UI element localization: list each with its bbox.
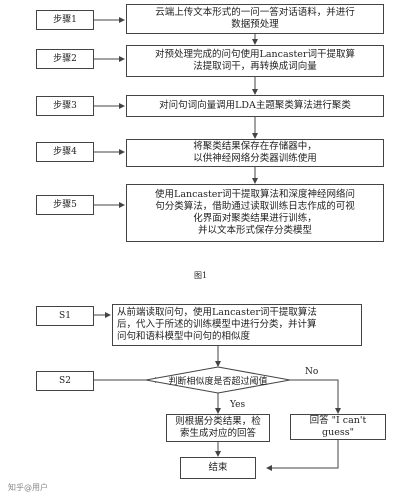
step-text: 将聚类结果保存在存储器中，	[193, 141, 317, 152]
step-box: 使用Lancaster词干提取算法和深度神经网络问 句分类算法，借助通过读取训练…	[126, 184, 384, 242]
yes-box: 则根据分类结果，检索生成对应的回答	[166, 414, 270, 442]
step-text: 使用Lancaster词干提取算法和深度神经网络问	[155, 189, 355, 200]
yes-text: 索生成对应的回答	[179, 428, 256, 439]
step-box: 将聚类结果保存在存储器中，以供神经网络分类器训练使用	[126, 139, 384, 167]
step-text: 云端上传文本形式的一问一答对话语料，并进行	[155, 7, 355, 18]
no-box: 回答 "I can't guess"	[290, 414, 386, 440]
step-box: 云端上传文本形式的一问一答对话语料，并进行数据预处理	[126, 4, 384, 34]
step-tag: 步骤4	[36, 142, 94, 162]
step-text: 以供神经网络分类器训练使用	[193, 153, 317, 164]
s1-box: 从前端读取问句，使用Lancaster词干提取算法 后，代入于所述的训练模型中进…	[112, 304, 362, 346]
step-tag: 步骤3	[36, 96, 94, 116]
step-text: 法提取词干，再转换成词向量	[193, 61, 317, 72]
step-text: 并以文本形式保存分类模型	[197, 225, 312, 236]
s1-text: 后，代入于所述的训练模型中进行分类，并计算	[117, 319, 317, 330]
watermark: 知乎@用户	[8, 483, 48, 492]
no-label: No	[305, 367, 319, 377]
step-text: 数据预处理	[231, 19, 279, 30]
s1-text: 从前端读取问句，使用Lancaster词干提取算法	[117, 307, 317, 318]
step-box: 对预处理完成的问句使用Lancaster词干提取算法提取词干，再转换成词向量	[126, 45, 384, 77]
yes-label: Yes	[230, 400, 246, 410]
decision-label: 判断相似度是否超过阈值	[168, 377, 268, 387]
end-box: 结束	[180, 457, 256, 479]
step-text: 对问句词向量调用LDA主题聚类算法进行聚类	[159, 100, 351, 111]
step-text: 对预处理完成的问句使用Lancaster词干提取算	[155, 49, 355, 60]
step-text: 句分类算法，借助通过读取训练日志作成的可视	[155, 201, 355, 212]
step-tag: 步骤5	[36, 195, 94, 215]
yes-text: 则根据分类结果，检	[175, 416, 261, 427]
step-box: 对问句词向量调用LDA主题聚类算法进行聚类	[126, 95, 384, 117]
s1-tag: S1	[36, 306, 94, 326]
step-tag: 步骤1	[36, 10, 94, 30]
step-text: 化界面对聚类结果进行训练，	[193, 213, 317, 224]
s1-text: 问句和语料模型中问句的相似度	[117, 331, 251, 342]
figure-caption: 图1	[193, 271, 208, 280]
step-tag: 步骤2	[36, 49, 94, 69]
s2-tag: S2	[36, 371, 94, 391]
